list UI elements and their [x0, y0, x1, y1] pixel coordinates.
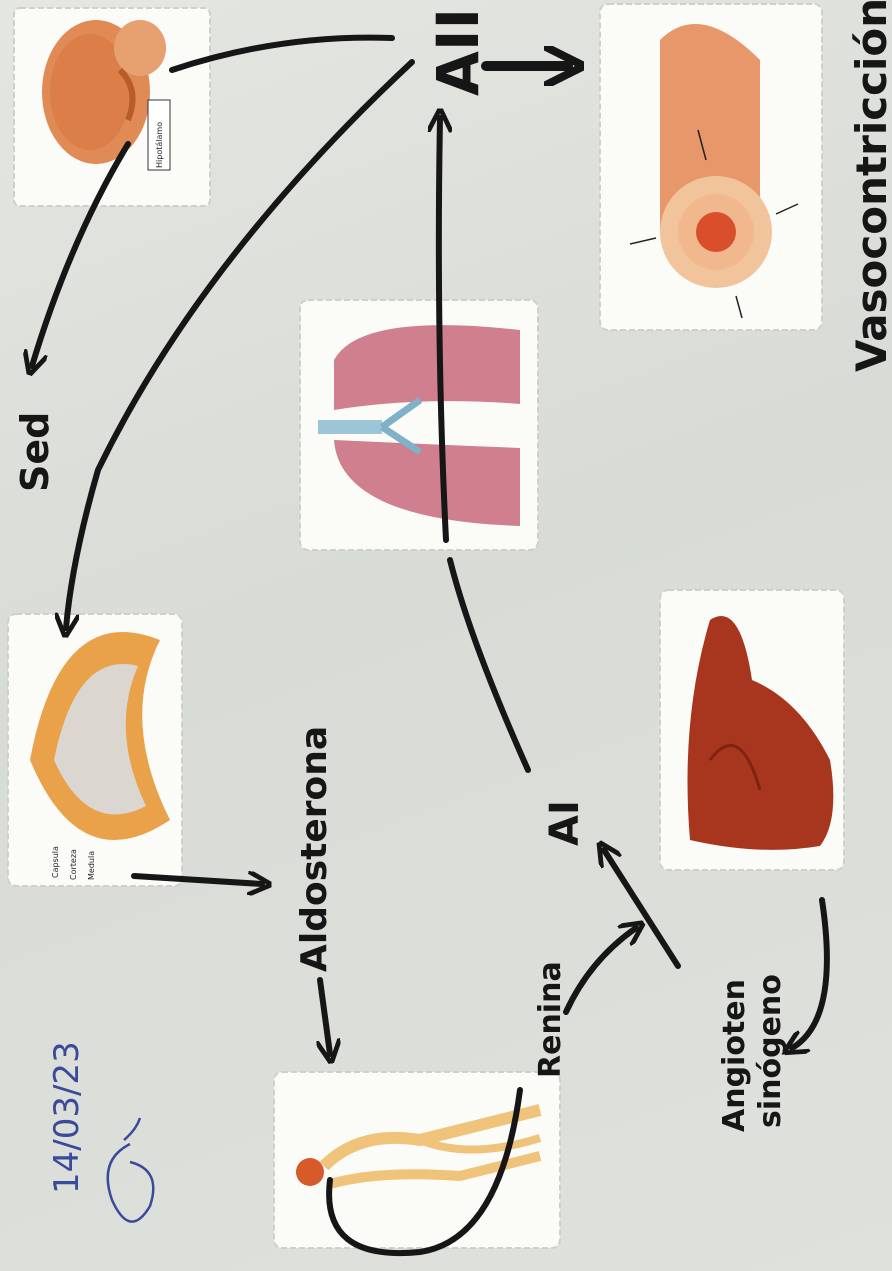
label-a1: AI — [542, 800, 588, 846]
label-vasoconstriction: Vasocontricción — [847, 0, 892, 372]
label-a2: AII — [424, 8, 492, 96]
adrenal-sticker: Capsula Corteza Medula — [8, 614, 182, 886]
arrow-renina-a1 — [566, 928, 636, 1012]
date-label: 14/03/23 — [47, 1041, 87, 1194]
arrow-liver-angio — [792, 900, 827, 1048]
arrow-aldo-nephron — [320, 980, 330, 1054]
hypothalamus-tag: Hipotálamo — [155, 122, 164, 168]
label-angiotensinogen-2: sinógeno — [753, 974, 788, 1128]
label-angiotensinogen-1: Angioten — [717, 979, 752, 1132]
label-sed: Sed — [13, 412, 57, 492]
liver-sticker — [660, 590, 844, 870]
lung-sticker — [300, 300, 538, 550]
adrenal-medula-label: Medula — [87, 851, 96, 880]
label-aldosterone: Aldosterona — [294, 726, 335, 972]
adrenal-capsula-label: Capsula — [51, 846, 60, 878]
signature — [108, 1118, 154, 1222]
vessel-sticker — [600, 4, 822, 330]
adrenal-corteza-label: Corteza — [69, 849, 78, 880]
label-renin: Renina — [533, 961, 568, 1078]
